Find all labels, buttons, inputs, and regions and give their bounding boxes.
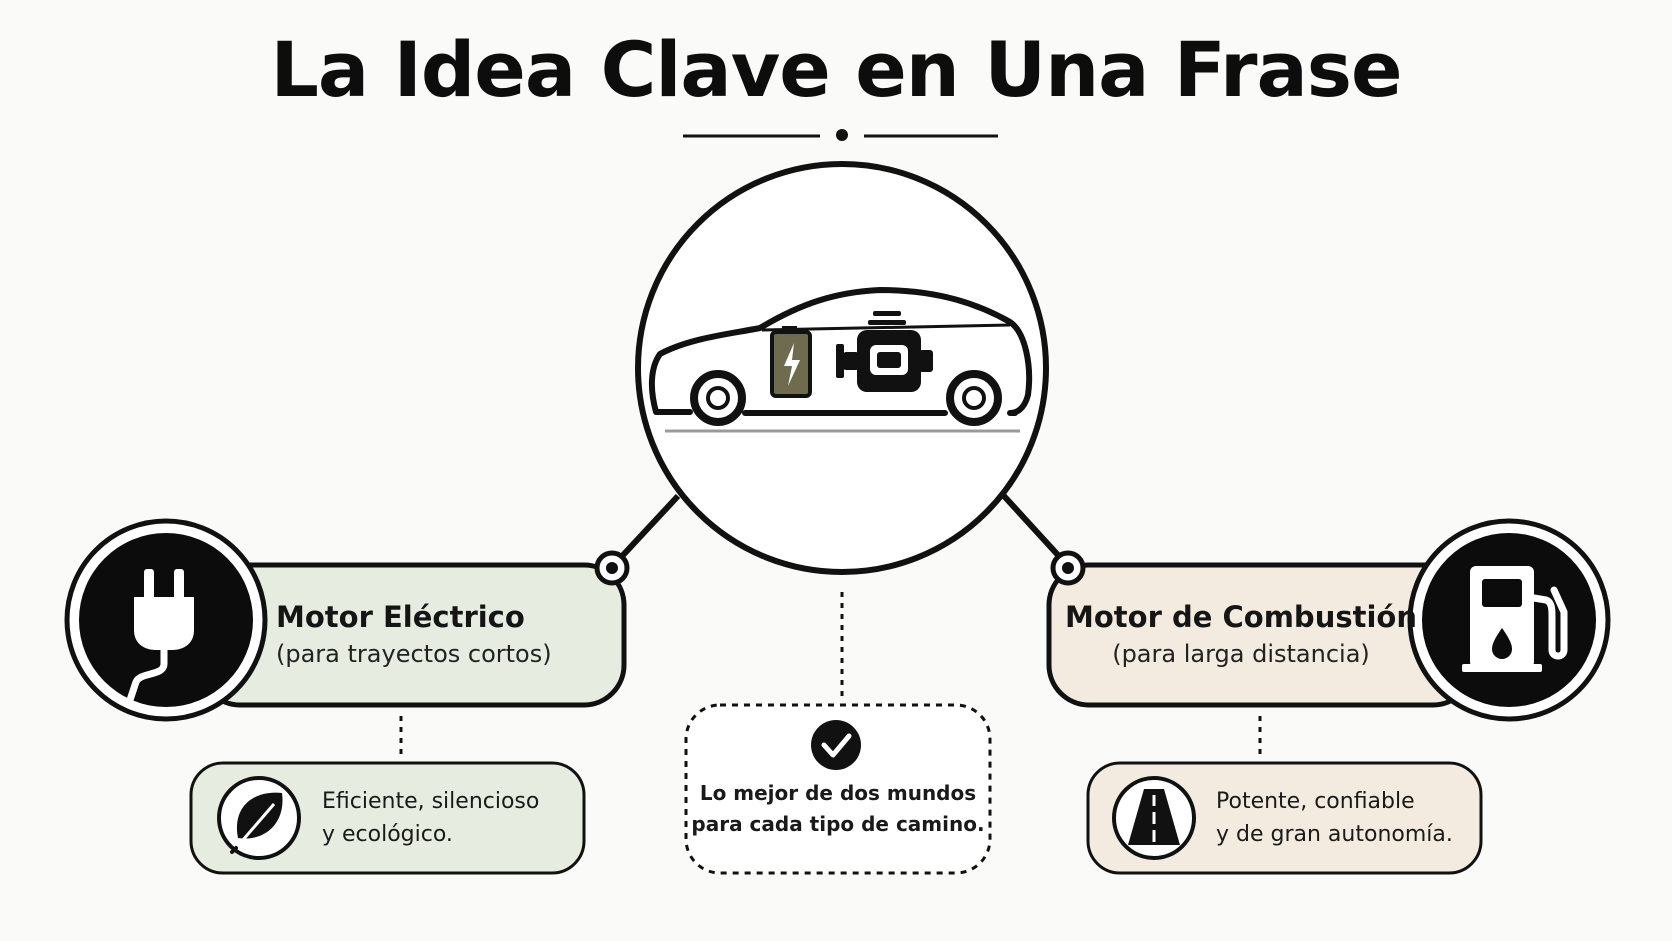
leaf-icon bbox=[230, 792, 283, 854]
summary-line-1: Lo mejor de dos mundos bbox=[699, 781, 977, 805]
page-title: La Idea Clave en Una Frase bbox=[270, 25, 1402, 114]
combustion-motor-title: Motor de Combustión bbox=[1065, 600, 1417, 634]
summary-text: Lo mejor de dos mundos para cada tipo de… bbox=[686, 778, 990, 840]
fuel-pump-icon bbox=[1462, 566, 1568, 672]
combustion-motor-subtitle: (para larga distancia) bbox=[1112, 640, 1370, 668]
summary-box bbox=[684, 703, 992, 875]
engine-icon bbox=[836, 311, 933, 392]
road-icon bbox=[1128, 789, 1180, 845]
electric-benefits-line-1: Eficiente, silencioso bbox=[322, 789, 540, 814]
combustion-benefits-line-2: y de gran autonomía. bbox=[1216, 822, 1453, 847]
left-connector-node bbox=[594, 550, 630, 586]
electric-motor-title: Motor Eléctrico bbox=[276, 600, 525, 634]
title-divider bbox=[683, 129, 998, 141]
summary-line-2: para cada tipo de camino. bbox=[691, 812, 985, 836]
combustion-benefits-line-1: Potente, confiable bbox=[1216, 789, 1415, 814]
combustion-motor-card bbox=[1046, 518, 1611, 722]
electric-benefits-text: Eficiente, silencioso y ecológico. bbox=[322, 785, 539, 851]
battery-icon bbox=[770, 326, 812, 398]
checkmark-icon bbox=[811, 720, 861, 770]
electric-motor-card bbox=[64, 518, 627, 722]
electric-benefits-line-2: y ecológico. bbox=[322, 822, 453, 847]
plug-icon bbox=[126, 569, 194, 704]
electric-motor-subtitle: (para trayectos cortos) bbox=[276, 640, 552, 668]
electric-benefits-box bbox=[189, 761, 586, 875]
car-icon bbox=[648, 287, 1033, 433]
combustion-benefits-text: Potente, confiable y de gran autonomía. bbox=[1216, 785, 1453, 851]
right-connector-node bbox=[1050, 550, 1086, 586]
